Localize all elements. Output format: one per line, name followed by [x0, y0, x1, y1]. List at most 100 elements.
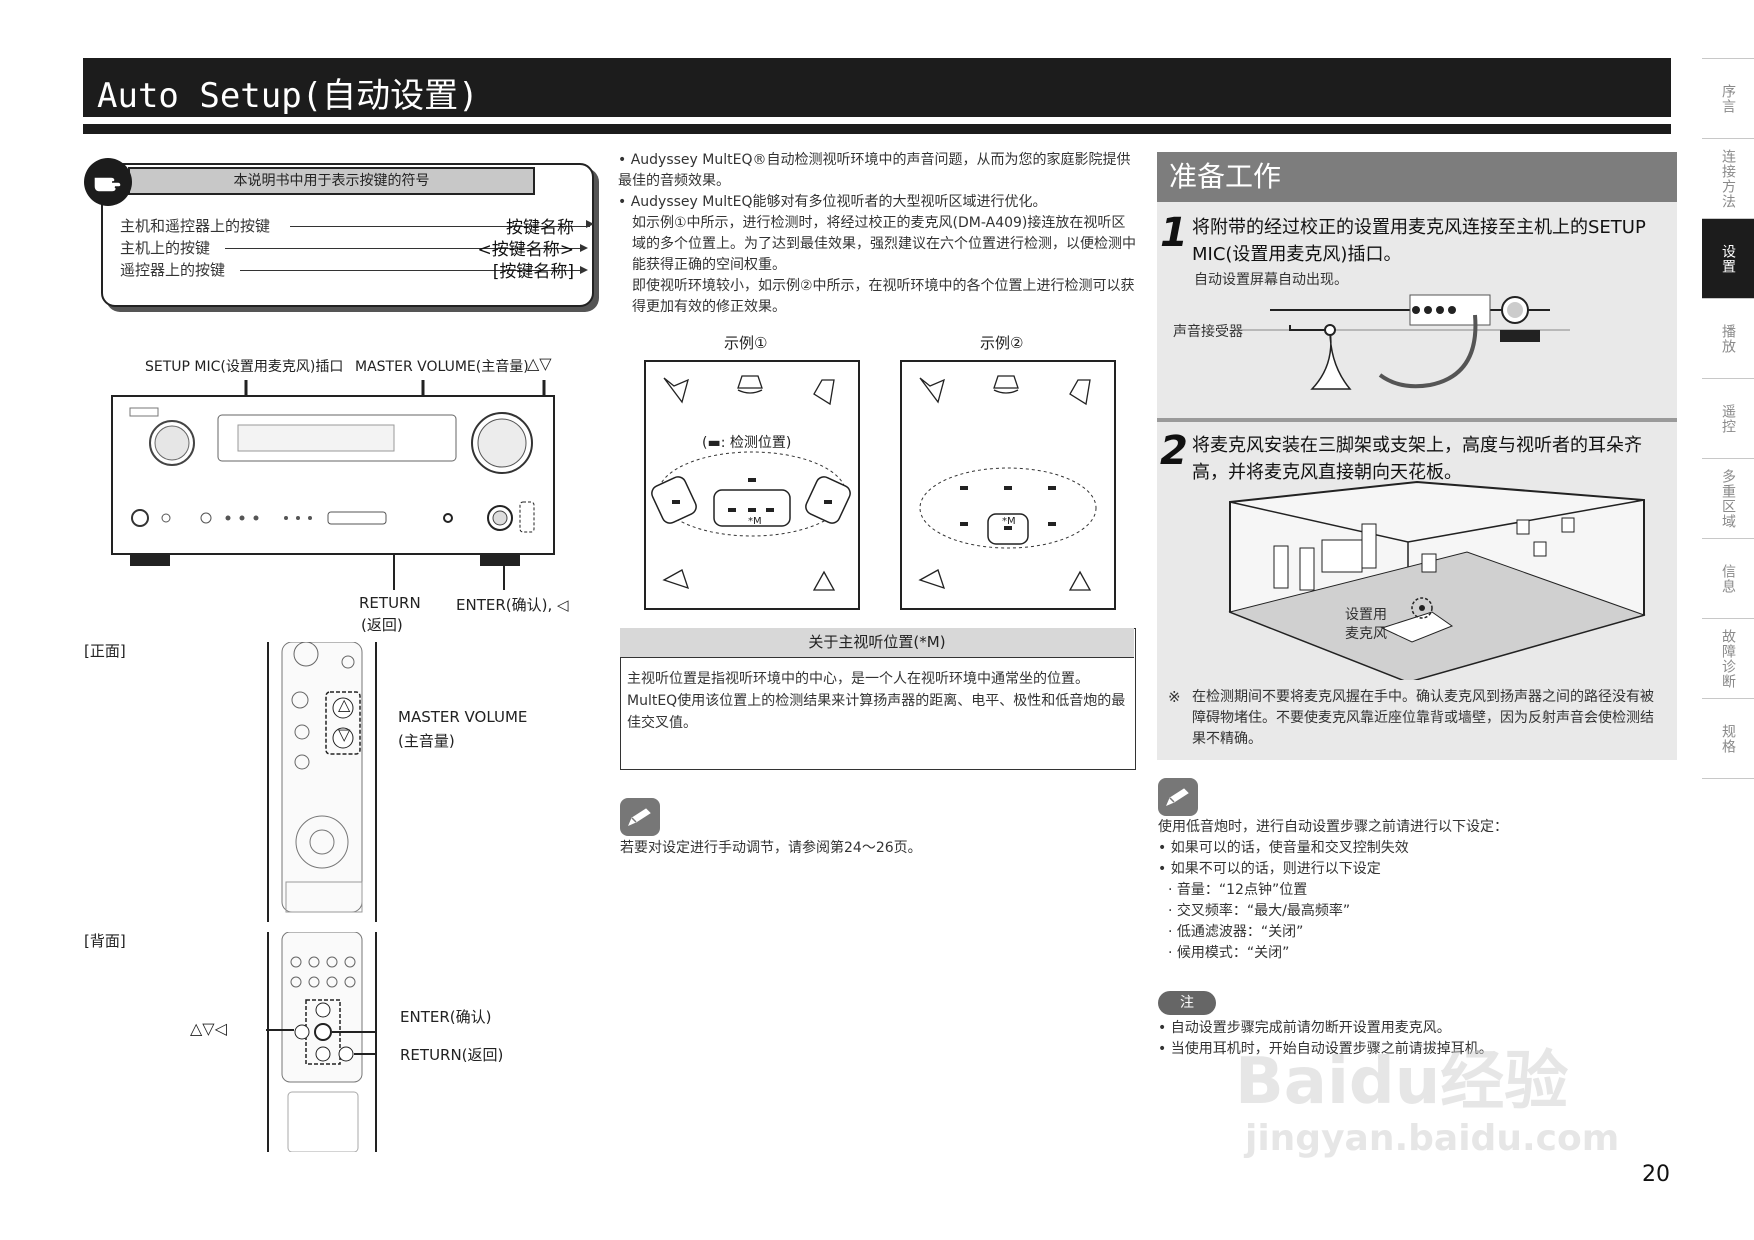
mlp-info-text: 主视听位置是指视听环境中的中心，是一个人在视听环境中通常坐的位置。 MultEQ… [627, 668, 1129, 734]
remote-enter-callout: ENTER(确认) [400, 1008, 492, 1026]
caution-line: • 自动设置步骤完成前请勿断开设置用麦克风。 [1158, 1020, 1451, 1036]
side-tab-label: 规格 [1720, 723, 1736, 754]
step-2-text: 将麦克风安装在三脚架或支架上，高度与视听者的耳朵齐高，并将麦克风直接朝向天花板。 [1192, 435, 1642, 483]
page-number: 20 [1642, 1162, 1670, 1187]
pointing-hand-icon [84, 158, 132, 206]
side-tab-remote[interactable]: 遥控 [1702, 378, 1754, 458]
intro-paragraph-2: 如示例①中所示，进行检测时，将经过校正的麦克风(DM-A409)接连放在视听区域… [632, 215, 1136, 273]
legend-row: 主机和遥控器上的按键 按键名称 [120, 215, 594, 238]
subwoofer-line: • 如果不可以的话，则进行以下设定 [1158, 861, 1381, 877]
side-tab-troubleshooting[interactable]: 故障诊断 [1702, 618, 1754, 698]
side-tab-label: 遥控 [1720, 403, 1736, 434]
remote-front-illustration [267, 642, 377, 922]
watermark-logo: Baidu经验 [1235, 1045, 1569, 1119]
subwoofer-line: · 交叉频率：“最大/最高频率” [1168, 903, 1351, 919]
side-tab-setup[interactable]: 设置 [1702, 218, 1754, 298]
svg-text:▽: ▽ [338, 725, 351, 744]
side-tab-label: 信息 [1720, 563, 1736, 594]
example-1-label: 示例① [724, 334, 768, 352]
arrow-keys-callout: △▽ [527, 354, 552, 373]
remote-volume-arrows: △ ▽ [338, 695, 351, 744]
subwoofer-line: · 音量：“12点钟”位置 [1168, 882, 1308, 898]
manual-adjust-note: 若要对设定进行手动调节，请参阅第24～26页。 [620, 840, 922, 856]
example-1-diagram [651, 375, 851, 591]
side-tab-label: 播放 [1720, 323, 1736, 354]
subwoofer-intro: 使用低音炮时，进行自动设置步骤之前请进行以下设定： [1158, 819, 1508, 835]
example-2-label: 示例② [980, 334, 1024, 352]
arrow-head-icon [580, 244, 588, 252]
remote-arrow-keys-callout: △▽◁ [190, 1019, 227, 1038]
legend-row-value: [按键名称] [492, 262, 574, 282]
warning-mark: ※ [1168, 688, 1181, 706]
side-tab-label: 设置 [1720, 243, 1736, 274]
mlp-info-text-2: MultEQ使用该位置上的检测结果来计算扬声器的距离、电平、极性和低音炮的最佳交… [627, 693, 1126, 731]
legend-row-label: 遥控器上的按键 [120, 261, 226, 279]
title-rule [83, 124, 1671, 134]
master-volume-callout: MASTER VOLUME(主音量) [355, 359, 529, 375]
receiver-label: 声音接受器 [1173, 324, 1243, 340]
remote-master-volume-callout-sub: (主音量) [398, 732, 455, 750]
intro-paragraph-3: 即使视听环境较小，如示例②中所示，在视听环境中的各个位置上进行检测可以获得更加有… [632, 278, 1135, 315]
caution-badge: 注 [1158, 991, 1216, 1015]
remote-back-illustration [266, 932, 377, 1152]
legend-row-label: 主机和遥控器上的按键 [120, 217, 271, 235]
intro-bullet-2: • Audyssey MultEQ能够对有多位视听者的大型视听区域进行优化。 [618, 194, 1047, 210]
subwoofer-line: · 候用模式：“关闭” [1168, 945, 1290, 961]
side-tab-connection[interactable]: 连接方法 [1702, 138, 1754, 218]
arrow-head-icon [580, 266, 588, 274]
legend-arrow-line [290, 226, 590, 227]
watermark-url: jingyan.baidu.com [1245, 1118, 1620, 1159]
mlp-info-text-1: 主视听位置是指视听环境中的中心，是一个人在视听环境中通常坐的位置。 [627, 671, 1089, 687]
example-2-room: *M [900, 360, 1116, 610]
setup-mic-callout: SETUP MIC(设置用麦克风)插口 [145, 359, 344, 375]
side-tab-info[interactable]: 信息 [1702, 538, 1754, 618]
pencil-note-icon [620, 798, 660, 836]
remote-back-label: [背面] [84, 932, 126, 950]
example-1-room: (▬: 检测位置) *M [644, 360, 860, 610]
example-2-diagram [918, 375, 1097, 591]
side-tab-label: 故障诊断 [1720, 628, 1736, 689]
side-tab-playback[interactable]: 播放 [1702, 298, 1754, 378]
remote-front-label: [正面] [84, 642, 126, 660]
caution-line: • 当使用耳机时，开始自动设置步骤之前请拔掉耳机。 [1158, 1041, 1493, 1057]
remote-master-volume-callout: MASTER VOLUME [398, 708, 528, 726]
side-tab-multizone[interactable]: 多重区域 [1702, 458, 1754, 538]
legend-row-value: <按键名称> [477, 240, 575, 260]
step-divider [1157, 418, 1677, 422]
arrow-head-icon [586, 220, 594, 228]
measure-position-legend: (▬: 检测位置) [702, 435, 792, 451]
mic-label-sub: 麦克风 [1345, 626, 1387, 642]
subwoofer-line: · 低通滤波器：“关闭” [1168, 924, 1304, 940]
side-tab-intro[interactable]: 序言 [1702, 58, 1754, 138]
subwoofer-line: • 如果可以的话，使音量和交叉控制失效 [1158, 840, 1409, 856]
side-tab-nav: 序言 连接方法 设置 播放 遥控 多重区域 信息 故障诊断 规格 [1702, 58, 1754, 779]
svg-text:△: △ [338, 695, 351, 714]
page-title: Auto Setup(自动设置) [97, 76, 479, 116]
remote-return-callout: RETURN(返回) [400, 1046, 504, 1064]
preparation-title: 准备工作 [1157, 152, 1677, 202]
mlp-mark: *M [748, 516, 762, 527]
legend-row-label: 主机上的按键 [120, 239, 211, 257]
return-callout-sub: (返回) [361, 616, 403, 634]
mlp-mark: *M [1002, 516, 1016, 527]
legend-row-value: 按键名称 [506, 218, 574, 238]
legend-arrow-line [225, 248, 585, 249]
side-tab-label: 多重区域 [1720, 468, 1736, 529]
step-1-subtext: 自动设置屏幕自动出现。 [1194, 272, 1348, 288]
page-title-bar: Auto Setup(自动设置) [83, 58, 1671, 117]
step-1-number: 1 [1160, 210, 1188, 256]
mlp-info-title: 关于主视听位置(*M) [620, 628, 1134, 658]
pencil-note-icon [1158, 778, 1198, 816]
side-tab-label: 序言 [1720, 83, 1736, 114]
mic-connection-illustration [1235, 294, 1570, 390]
mic-label: 设置用 [1345, 607, 1387, 623]
side-tab-specs[interactable]: 规格 [1702, 698, 1754, 779]
room-illustration [1228, 480, 1646, 680]
legend-arrow-line [240, 270, 585, 271]
step-1-text: 将附带的经过校正的设置用麦克风连接至主机上的SETUP MIC(设置用麦克风)插… [1192, 217, 1646, 265]
legend-row: 遥控器上的按键 [按键名称] [120, 259, 588, 282]
step-2-number: 2 [1160, 428, 1188, 474]
legend-title: 本说明书中用于表示按键的符号 [128, 167, 535, 195]
return-callout: RETURN [359, 594, 421, 612]
enter-callout: ENTER(确认), ◁ [456, 596, 569, 614]
